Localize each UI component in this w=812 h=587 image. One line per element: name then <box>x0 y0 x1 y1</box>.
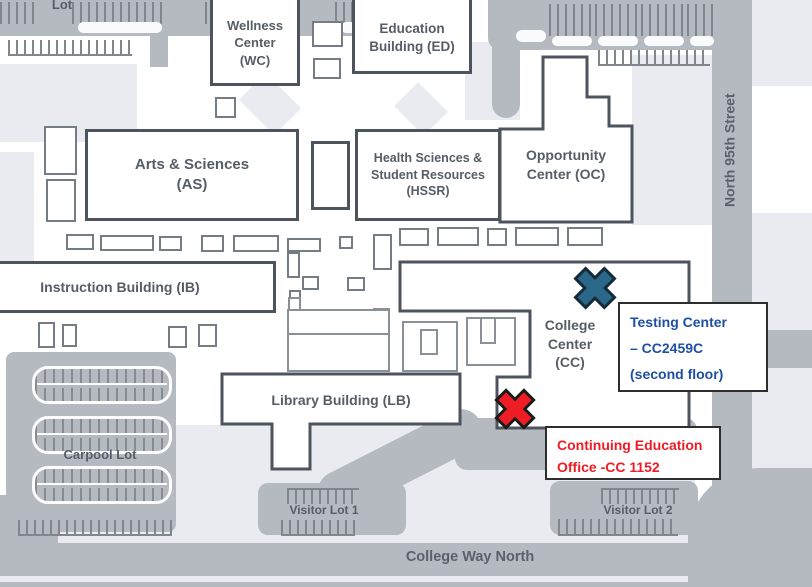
parking-ticks <box>549 4 595 36</box>
parking-ticks <box>598 50 710 66</box>
education-building <box>352 0 472 74</box>
lawn-panel <box>748 0 812 86</box>
visitor-lot-1-label: Visitor Lot 1 <box>289 502 359 517</box>
parking-aisle <box>516 30 546 42</box>
road-verge <box>0 576 812 582</box>
structure-inner <box>480 317 496 344</box>
road-edge-strip <box>0 582 812 587</box>
arts-sciences-label: Arts & Sciences (AS) <box>134 155 250 193</box>
small-structure <box>347 277 365 291</box>
parking-ticks <box>601 488 679 504</box>
hssr-building <box>355 129 501 221</box>
lawn-panel <box>0 152 34 267</box>
courtyard-structure <box>287 309 390 372</box>
continuing-ed-callout: Continuing Education Office -CC 1152 <box>545 426 721 480</box>
parking-aisle <box>644 36 684 46</box>
college-center-label: College Center (CC) <box>544 316 596 371</box>
carpool-parking-row <box>32 416 172 454</box>
courtyard-structure <box>402 321 458 372</box>
parking-ticks <box>641 4 687 36</box>
parking-ticks <box>595 4 641 36</box>
parking-ticks <box>0 2 36 24</box>
small-structure <box>168 326 187 348</box>
parking-aisle <box>552 36 592 46</box>
small-structure <box>373 234 392 270</box>
visitor-lot-2-label: Visitor Lot 2 <box>603 502 673 517</box>
small-structure <box>399 228 429 246</box>
small-structure <box>487 228 507 246</box>
small-structure <box>198 324 217 347</box>
instruction-building <box>0 261 276 313</box>
parking-ticks <box>18 520 172 536</box>
carpool-parking-row <box>32 466 172 504</box>
small-structure <box>312 21 343 47</box>
courtyard-structure <box>466 317 516 366</box>
small-structure <box>66 234 94 250</box>
structure-inner <box>420 329 438 355</box>
continuing-ed-marker-icon <box>494 388 536 430</box>
x-cross-icon <box>494 388 536 430</box>
x-cross-icon <box>573 266 617 310</box>
testing-center-marker-icon <box>573 266 617 310</box>
small-structure <box>201 235 224 252</box>
parking-aisle <box>598 36 638 46</box>
road-corner-blob <box>688 468 812 587</box>
small-structure <box>339 236 353 249</box>
small-structure <box>515 227 559 246</box>
carpool-parking-row <box>32 366 172 404</box>
small-structure <box>567 227 603 246</box>
small-structure <box>46 179 76 222</box>
carpool-lot-label: Carpool Lot <box>63 447 137 463</box>
small-structure <box>287 238 321 252</box>
small-structure <box>215 97 236 118</box>
parking-ticks <box>8 40 132 56</box>
path-stub <box>150 34 168 67</box>
structure-line <box>289 333 388 335</box>
small-structure <box>100 235 154 251</box>
college-way-road <box>0 543 812 576</box>
arts-sciences-building <box>85 129 299 221</box>
instruction-building-label: Instruction Building (IB) <box>40 278 200 295</box>
wellness-center-label: Wellness Center (WC) <box>226 17 284 68</box>
small-structure <box>437 227 479 246</box>
parking-ticks <box>72 2 167 24</box>
central-hall-building <box>311 141 350 210</box>
parking-ticks <box>281 520 355 536</box>
small-structure <box>44 126 77 175</box>
parking-ticks <box>287 488 359 504</box>
top-left-lot-label: Lot <box>51 0 73 13</box>
opportunity-center-building <box>498 55 634 224</box>
wellness-center-building <box>210 0 300 86</box>
north-95th-street-label: North 95th Street <box>721 93 738 207</box>
library-building-label: Library Building (LB) <box>271 391 411 408</box>
service-road <box>492 0 520 118</box>
opportunity-center-label: Opportunity Center (OC) <box>525 147 607 182</box>
parking-ticks <box>558 519 678 536</box>
library-building <box>220 372 462 471</box>
small-structure <box>159 236 182 251</box>
parking-aisle <box>78 22 162 33</box>
parking-aisle <box>690 36 714 46</box>
small-structure <box>287 252 300 278</box>
small-structure <box>313 58 341 79</box>
small-structure <box>38 322 55 348</box>
parking-ticks <box>687 4 713 36</box>
education-building-label: Education Building (ED) <box>369 20 455 54</box>
hssr-label: Health Sciences & Student Resources (HSS… <box>371 150 485 199</box>
lawn-panel <box>632 55 716 225</box>
small-structure <box>302 276 319 290</box>
small-structure <box>62 324 77 347</box>
college-way-north-label: College Way North <box>405 549 535 566</box>
small-structure <box>233 235 279 252</box>
testing-center-callout: Testing Center – CC2459C (second floor) <box>618 302 768 392</box>
